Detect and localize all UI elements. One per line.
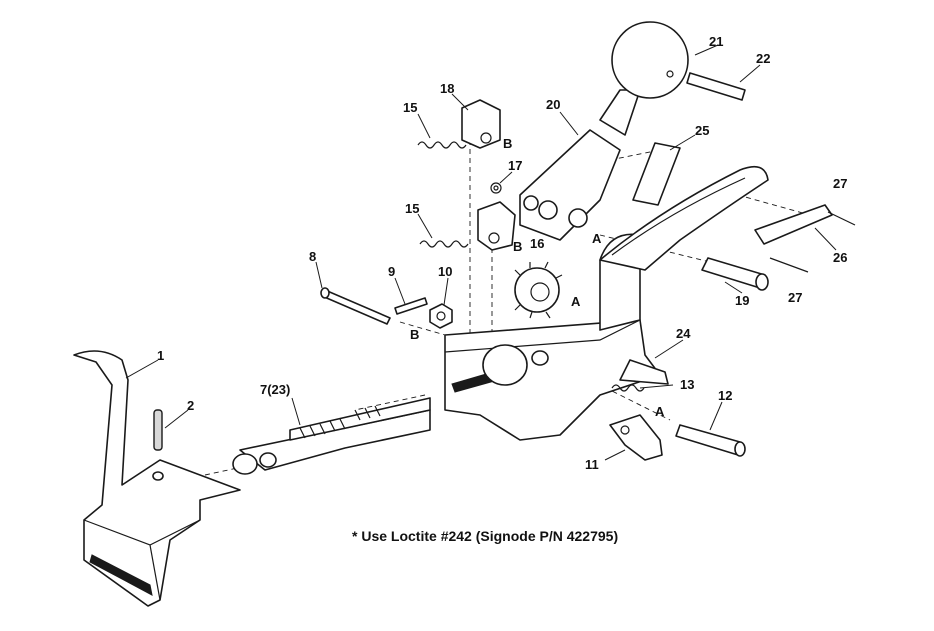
part-1-pedal-bracket [73,350,241,607]
dog-lower [477,201,516,251]
part-15-spring-lower [419,240,469,248]
callout-27-upper: 27 [833,176,847,191]
callout-10: 10 [438,264,452,279]
part-10-nut [429,303,453,329]
callout-11: 11 [585,457,599,472]
callout-1: 1 [157,348,164,363]
callout-16: 16 [530,236,544,251]
callout-27-lower: 27 [788,290,802,305]
part-7-rack-shaft [232,397,431,475]
ref-b-lower-dog: B [513,239,522,254]
callout-25: 25 [695,123,709,138]
callout-26: 26 [833,250,847,265]
callout-9: 9 [388,264,395,279]
callout-24: 24 [676,326,691,341]
leader-lines [125,44,837,461]
part-13-spring [611,384,645,392]
part-15-spring-upper [417,141,467,149]
callout-17: 17 [508,158,522,173]
part-26-plate [754,204,833,245]
callout-13: 13 [680,377,694,392]
part-11-pawl [609,414,663,461]
ref-b-pin: B [410,327,419,342]
part-22-pin [686,72,746,101]
callout-8: 8 [309,249,316,264]
callout-22: 22 [756,51,770,66]
ref-a-link: A [592,231,602,246]
part-20-link [519,129,621,241]
ref-b-upper-dog: B [503,136,512,151]
callout-20: 20 [546,97,560,112]
part-24-main-frame [444,233,669,441]
part-8-long-pin [320,287,391,325]
callout-19: 19 [735,293,749,308]
part-12-shaft-pin [675,424,746,457]
part-17-spring [490,182,502,194]
part-18-dog-upper [461,99,501,149]
callout-21: 21 [709,34,723,49]
part-2-roll-pin [153,409,163,451]
part-27-pin-upper [827,211,856,226]
callout-15-lower: 15 [405,201,419,216]
part-19-shaft [701,257,769,291]
callout-12: 12 [718,388,732,403]
callout-7-23: 7(23) [260,382,290,397]
ref-a-pawl: A [655,404,665,419]
lever-arm [599,165,769,271]
part-21-ball-handle [599,21,689,136]
callout-18: 18 [440,81,454,96]
part-27-pin-lower [769,257,809,273]
gear-pinion [514,261,563,319]
loctite-note: * Use Loctite #242 (Signode P/N 422795) [352,528,619,544]
callout-15-upper: 15 [403,100,417,115]
part-9-bolt [394,297,428,315]
ref-a-gear: A [571,294,581,309]
part-25-pad [632,142,681,206]
callout-2: 2 [187,398,194,413]
